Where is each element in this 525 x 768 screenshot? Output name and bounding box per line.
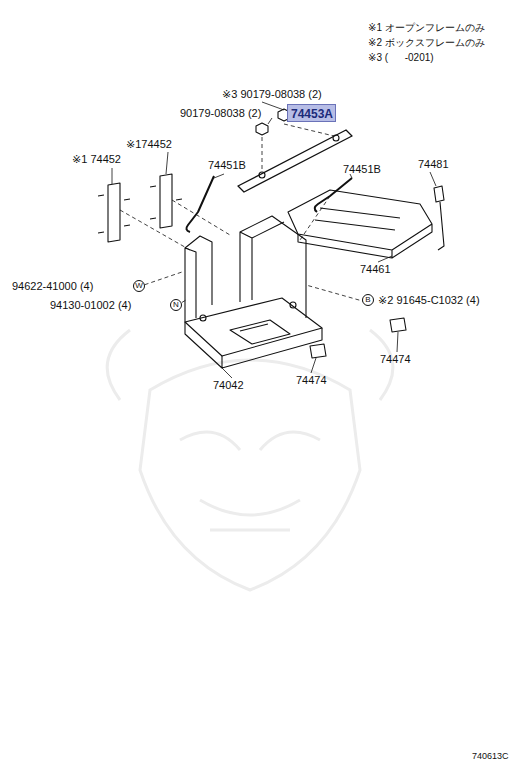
- part-number: ※3 90179-08038 (2): [222, 88, 322, 100]
- part-number: 74453A: [291, 107, 332, 121]
- part-number: ※2 91645-C1032 (4): [378, 294, 480, 306]
- callout-symbol: W: [133, 280, 145, 292]
- part-number: 74481: [418, 158, 449, 170]
- part-number: ※174452: [126, 138, 172, 150]
- note-text: ※3 ( -0201): [368, 52, 434, 63]
- part-number: 90179-08038 (2): [180, 107, 261, 119]
- part-number: 74461: [360, 263, 391, 275]
- part-number: 74474: [296, 374, 327, 386]
- watermark: [107, 330, 393, 590]
- part-number: ※1 74452: [72, 153, 121, 165]
- part-number: 94130-01002 (4): [50, 299, 131, 311]
- part-number: 74451B: [343, 163, 381, 175]
- diagram-code: 740613C: [472, 752, 509, 762]
- part-number: 74474: [380, 353, 411, 365]
- part-number: 74451B: [208, 159, 246, 171]
- part-number: 74042: [213, 379, 244, 391]
- callout-symbol: B: [362, 294, 374, 306]
- callout-symbol: N: [170, 299, 182, 311]
- note-text: ※1 オープンフレームのみ: [368, 22, 485, 33]
- highlighted-part: 74453A: [287, 104, 336, 122]
- note-text: ※2 ボックスフレームのみ: [368, 37, 485, 48]
- part-number: 94622-41000 (4): [12, 280, 93, 292]
